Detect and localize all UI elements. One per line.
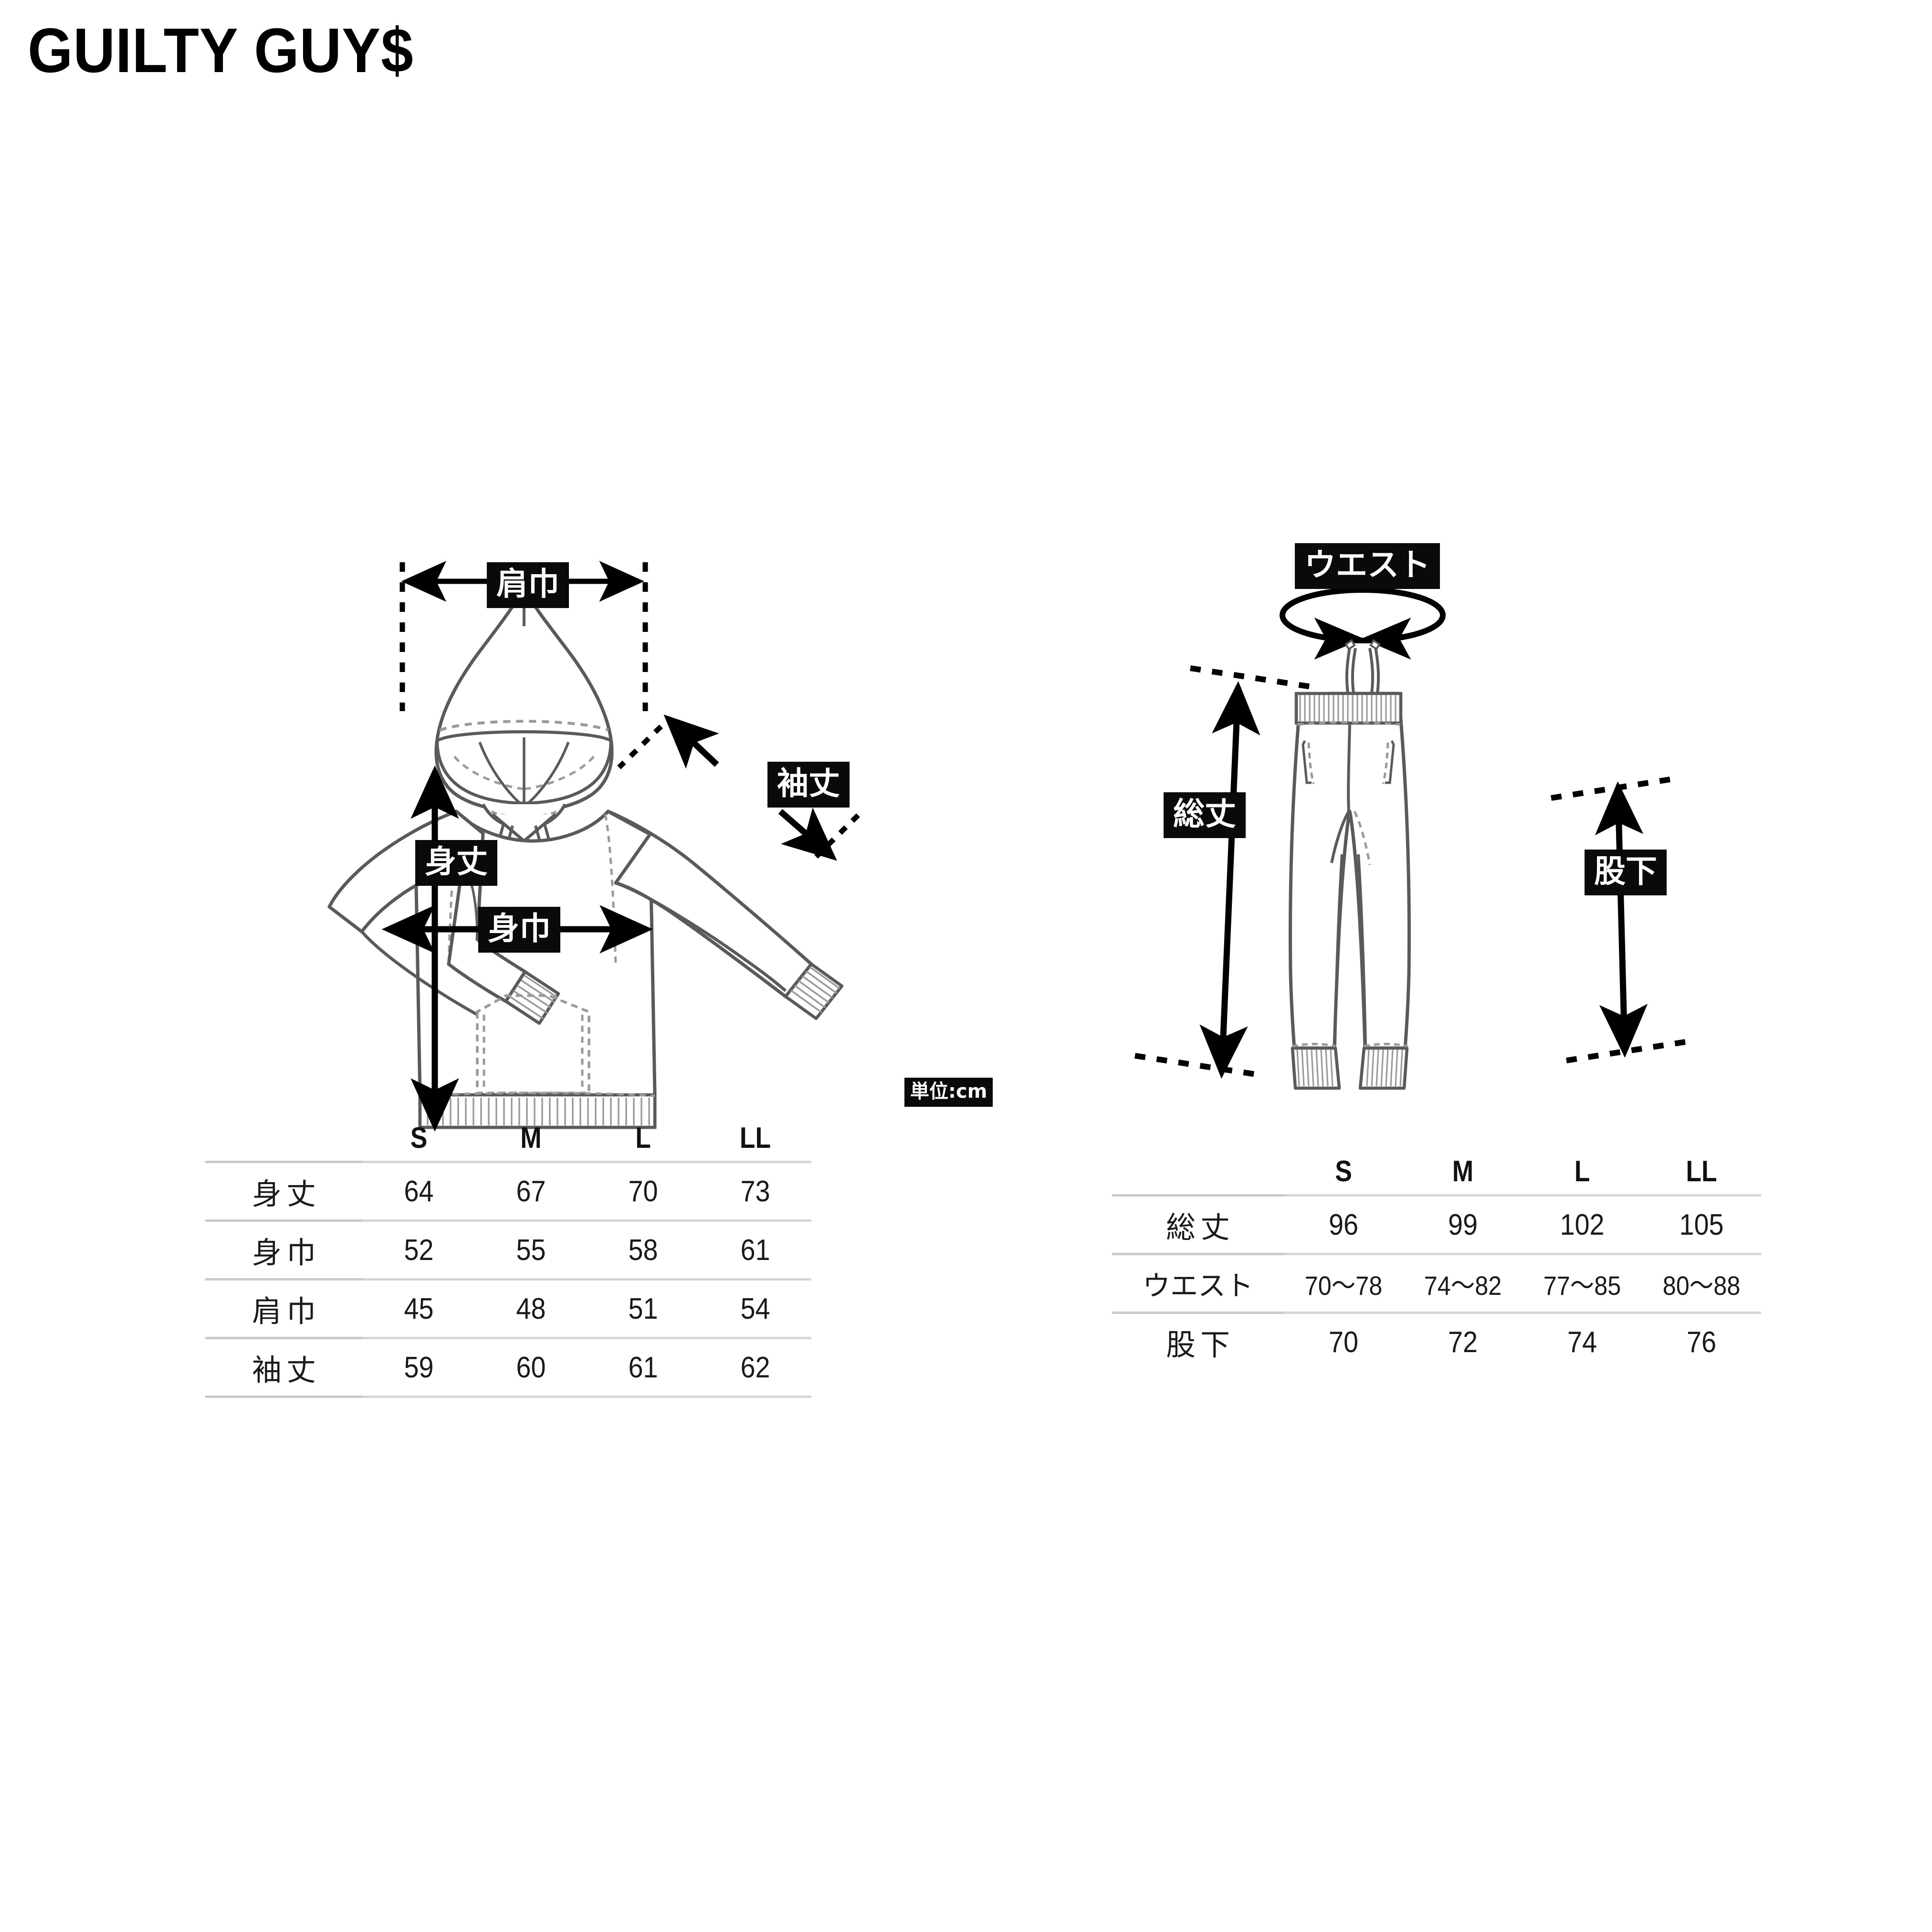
cell-body-length-s: 64 <box>368 1162 470 1222</box>
label-inseam: 股下 <box>1585 850 1667 895</box>
cell-waist-s: 70〜78 <box>1290 1254 1397 1314</box>
cell-waist-l: 77〜85 <box>1528 1254 1636 1314</box>
column-header-l: L <box>1531 1148 1634 1197</box>
pants-illustration <box>1134 587 1689 1090</box>
cell-body-width-m: 55 <box>480 1220 582 1281</box>
cell-sleeve-length-ll: 62 <box>704 1338 806 1398</box>
label-body-length: 身丈 <box>415 840 497 886</box>
cell-shoulder-width-m: 48 <box>480 1279 582 1339</box>
hoodie-illustration <box>327 561 860 1132</box>
cell-inseam-ll: 76 <box>1686 1325 1717 1359</box>
page-title: GUILTY GUY$ <box>28 15 414 85</box>
cell-body-length-l: 70 <box>592 1162 694 1222</box>
cell-inseam-s: 70 <box>1328 1325 1359 1359</box>
cell-waist-m: 74〜82 <box>1409 1254 1517 1314</box>
label-total-length: 総丈 <box>1164 792 1246 838</box>
cell-total-length-m: 99 <box>1409 1195 1517 1255</box>
row-label-sleeve-length: 袖丈 <box>205 1338 363 1398</box>
table-row: ウエスト 70〜78 74〜82 77〜85 80〜88 <box>1112 1254 1761 1314</box>
label-body-width: 身巾 <box>478 907 560 953</box>
cell-body-width-l: 58 <box>592 1220 694 1281</box>
cell-total-length-ll: 105 <box>1648 1195 1755 1255</box>
table-header-row: S M L LL <box>1112 1148 1761 1197</box>
row-label-inseam: 股下 <box>1166 1329 1235 1362</box>
cell-total-length-l: 102 <box>1528 1195 1636 1255</box>
label-shoulder-width: 肩巾 <box>487 562 569 608</box>
column-header-s: S <box>370 1115 467 1163</box>
row-label-body-length: 身丈 <box>205 1162 363 1222</box>
table-row: 身巾 52 55 58 61 <box>205 1220 811 1281</box>
cell-body-width-s: 52 <box>368 1220 470 1281</box>
label-waist: ウエスト <box>1295 543 1440 589</box>
column-header-ll: LL <box>1650 1148 1753 1197</box>
corner-cell <box>205 1115 363 1163</box>
table-row: 身丈 64 67 70 73 <box>205 1162 811 1222</box>
label-sleeve-length: 袖丈 <box>767 762 850 808</box>
bottoms-size-table: S M L LL 総丈 96 99 102 105 ウエスト 70〜78 74〜… <box>1112 1148 1761 1370</box>
cell-sleeve-length-l: 61 <box>592 1338 694 1398</box>
cell-sleeve-length-s: 59 <box>368 1338 470 1398</box>
tops-size-table: S M L LL 身丈 64 67 70 73 身巾 52 55 58 61 肩… <box>205 1115 811 1398</box>
column-header-ll: LL <box>707 1115 804 1163</box>
cell-waist-ll: 80〜88 <box>1648 1254 1755 1314</box>
cell-shoulder-width-s: 45 <box>368 1279 470 1339</box>
column-header-m: M <box>1411 1148 1514 1197</box>
cell-body-length-ll: 73 <box>704 1162 806 1222</box>
table-row: 股下 70 72 74 76 <box>1112 1313 1761 1371</box>
row-label-shoulder-width: 肩巾 <box>205 1279 363 1339</box>
cell-body-width-ll: 61 <box>704 1220 806 1281</box>
unit-badge: 単位:cm <box>904 1078 993 1107</box>
cell-body-length-m: 67 <box>480 1162 582 1222</box>
cell-inseam-m: 72 <box>1448 1325 1478 1359</box>
table-row: 袖丈 59 60 61 62 <box>205 1338 811 1398</box>
column-header-s: S <box>1292 1148 1395 1197</box>
cell-shoulder-width-ll: 54 <box>704 1279 806 1339</box>
table-row: 総丈 96 99 102 105 <box>1112 1195 1761 1255</box>
table-header-row: S M L LL <box>205 1115 811 1163</box>
column-header-m: M <box>483 1115 579 1163</box>
cell-sleeve-length-m: 60 <box>480 1338 582 1398</box>
column-header-l: L <box>595 1115 692 1163</box>
cell-inseam-l: 74 <box>1567 1325 1597 1359</box>
row-label-body-width: 身巾 <box>205 1220 363 1281</box>
cell-shoulder-width-l: 51 <box>592 1279 694 1339</box>
cell-total-length-s: 96 <box>1290 1195 1397 1255</box>
row-label-total-length: 総丈 <box>1112 1195 1284 1255</box>
row-label-waist: ウエスト <box>1112 1254 1284 1314</box>
corner-cell <box>1112 1148 1284 1197</box>
table-row: 肩巾 45 48 51 54 <box>205 1279 811 1339</box>
